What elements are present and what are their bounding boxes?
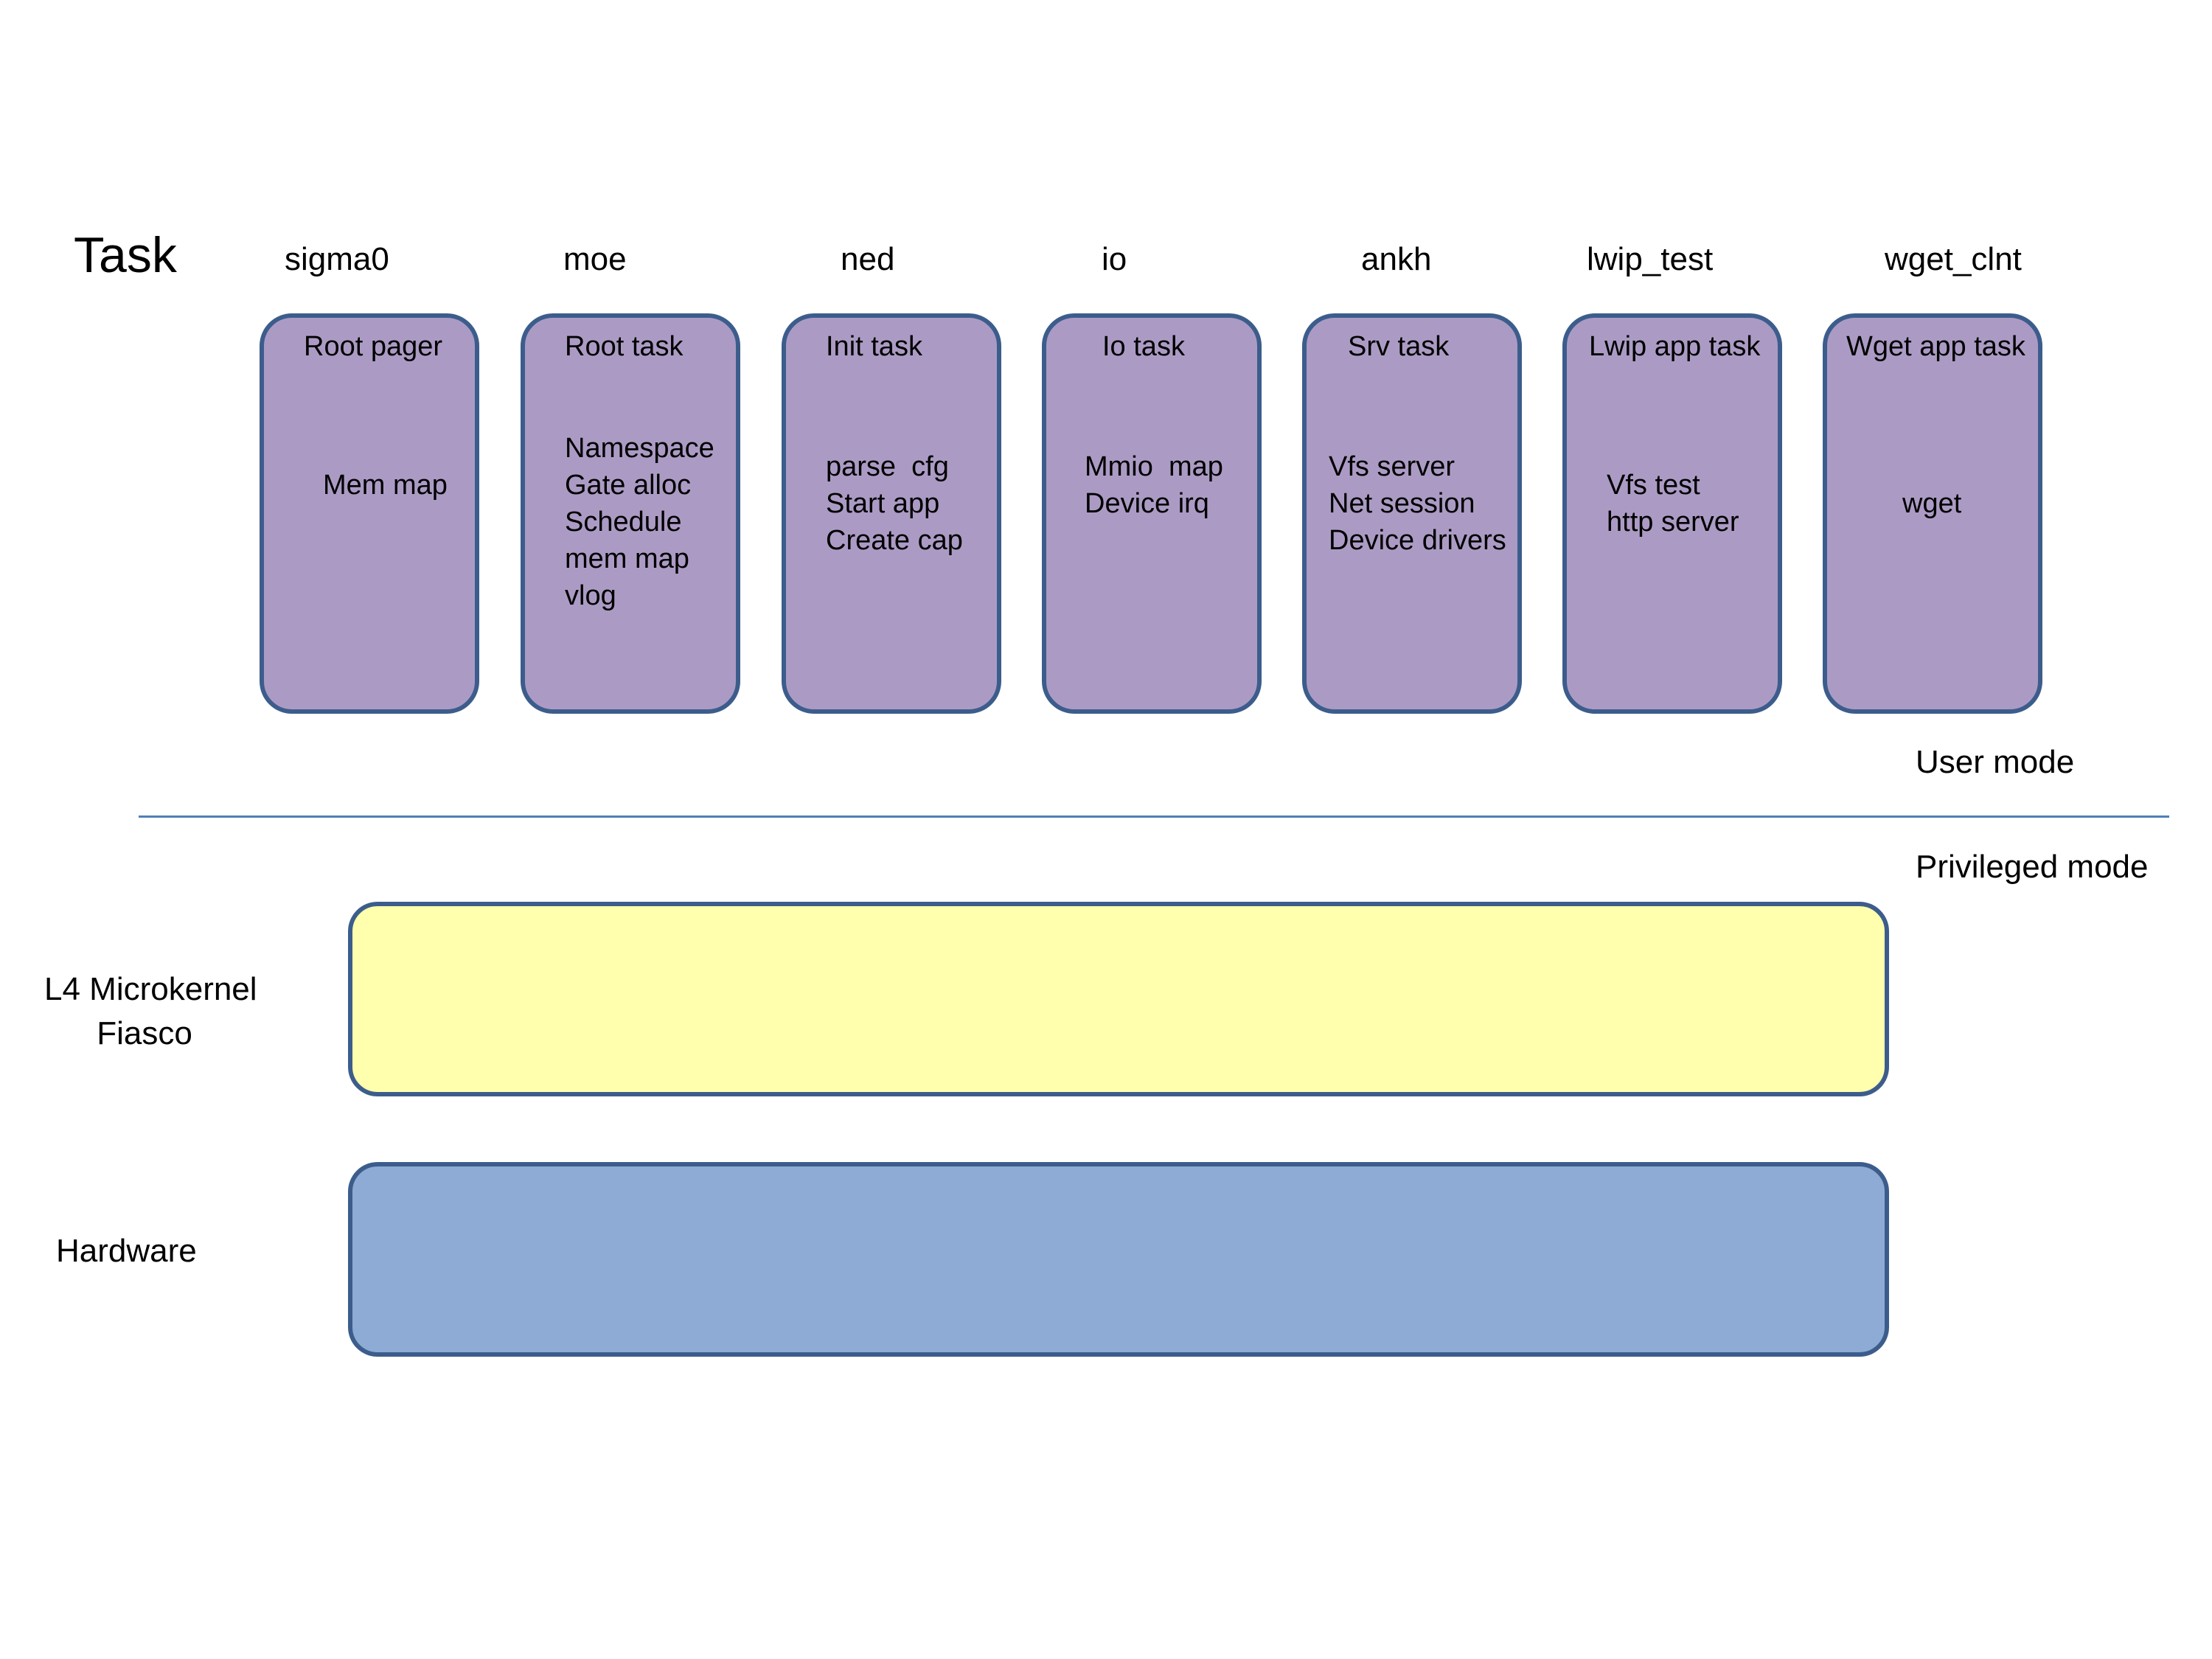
task-box-content: parse cfg Start app Create cap xyxy=(826,448,963,559)
task-name-moe: moe xyxy=(563,241,627,277)
task-box-title: Io task xyxy=(1102,331,1185,362)
kernel-label-line: Fiasco xyxy=(97,1015,192,1051)
task-name-lwip-test: lwip_test xyxy=(1587,241,1714,277)
mode-divider xyxy=(139,815,2169,818)
task-box-line: Start app xyxy=(826,488,940,519)
task-box-content: Vfs server Net session Device drivers xyxy=(1329,448,1506,559)
task-box-io: Io task Mmio map Device irq xyxy=(1042,313,1262,714)
task-name-sigma0: sigma0 xyxy=(285,241,389,277)
task-box-line: Gate alloc xyxy=(565,470,692,501)
task-box-content: Namespace Gate alloc Schedule mem map vl… xyxy=(565,430,714,614)
task-name-wget-clnt: wget_clnt xyxy=(1885,241,2022,277)
hardware-box xyxy=(348,1162,1889,1357)
task-box-content: Mem map xyxy=(323,467,448,504)
task-box-line: Schedule xyxy=(565,507,682,538)
task-box-content: Mmio map Device irq xyxy=(1085,448,1223,522)
task-box-line: Device drivers xyxy=(1329,525,1506,556)
task-box-line: mem map xyxy=(565,543,689,574)
kernel-box xyxy=(348,902,1889,1096)
task-box-ankh: Srv task Vfs server Net session Device d… xyxy=(1302,313,1522,714)
task-box-line: wget xyxy=(1902,488,1962,519)
task-box-title: Lwip app task xyxy=(1589,331,1761,362)
task-box-content: Vfs test http server xyxy=(1607,467,1739,540)
task-box-line: Mmio map xyxy=(1085,451,1223,482)
task-box-line: Device irq xyxy=(1085,488,1209,519)
task-box-lwip-test: Lwip app task Vfs test http server xyxy=(1562,313,1782,714)
task-box-wget-clnt: Wget app task wget xyxy=(1823,313,2042,714)
task-box-content: wget xyxy=(1902,485,1961,522)
task-name-ned: ned xyxy=(841,241,895,277)
task-box-title: Root pager xyxy=(304,331,443,362)
task-box-sigma0: Root pager Mem map xyxy=(260,313,479,714)
task-box-title: Wget app task xyxy=(1846,331,2025,362)
privileged-mode-label: Privileged mode xyxy=(1916,849,2149,885)
task-box-moe: Root task Namespace Gate alloc Schedule … xyxy=(521,313,740,714)
task-box-line: Vfs server xyxy=(1329,451,1455,482)
task-box-title: Root task xyxy=(565,331,684,362)
kernel-label-line: L4 Microkernel xyxy=(44,971,257,1007)
task-box-line: Mem map xyxy=(323,470,448,501)
user-mode-label: User mode xyxy=(1916,744,2075,780)
task-box-title: Srv task xyxy=(1348,331,1450,362)
hardware-label: Hardware xyxy=(56,1233,197,1269)
task-heading: Task xyxy=(74,227,177,283)
task-box-line: Vfs test xyxy=(1607,470,1700,501)
task-box-line: vlog xyxy=(565,580,616,611)
task-box-title: Init task xyxy=(826,331,922,362)
task-box-ned: Init task parse cfg Start app Create cap xyxy=(782,313,1001,714)
task-box-line: Namespace xyxy=(565,433,714,464)
task-box-line: parse cfg xyxy=(826,451,949,482)
task-box-line: http server xyxy=(1607,507,1739,538)
task-box-line: Net session xyxy=(1329,488,1475,519)
kernel-label: L4 Microkernel Fiasco xyxy=(44,967,257,1056)
task-name-ankh: ankh xyxy=(1361,241,1432,277)
task-name-io: io xyxy=(1102,241,1127,277)
task-box-line: Create cap xyxy=(826,525,963,556)
